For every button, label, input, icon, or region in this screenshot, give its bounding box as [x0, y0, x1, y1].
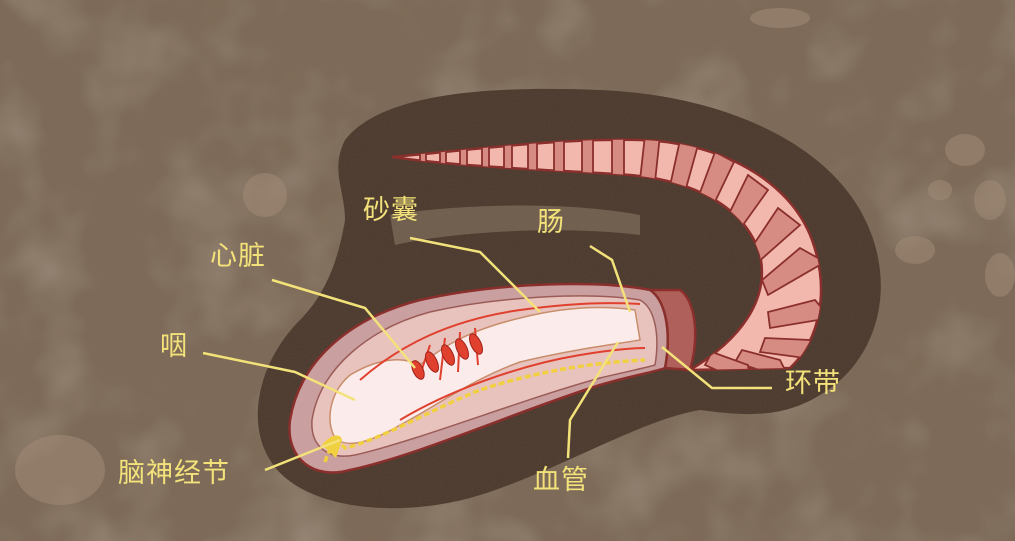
- label-intestine: 肠: [537, 207, 565, 238]
- soil-strip: [390, 205, 640, 245]
- label-blood-vessel: 血管: [533, 465, 589, 496]
- label-cerebral-ganglion: 脑神经节: [118, 458, 230, 489]
- leader-lines: [202, 236, 772, 472]
- hearts: [411, 333, 483, 380]
- worm-tail: [391, 138, 823, 372]
- label-gizzard: 砂囊: [363, 195, 419, 226]
- digestive-tract: [329, 306, 641, 445]
- label-pharynx: 咽: [160, 331, 188, 362]
- label-heart: 心脏: [210, 241, 266, 272]
- label-clitellum: 环带: [785, 368, 841, 399]
